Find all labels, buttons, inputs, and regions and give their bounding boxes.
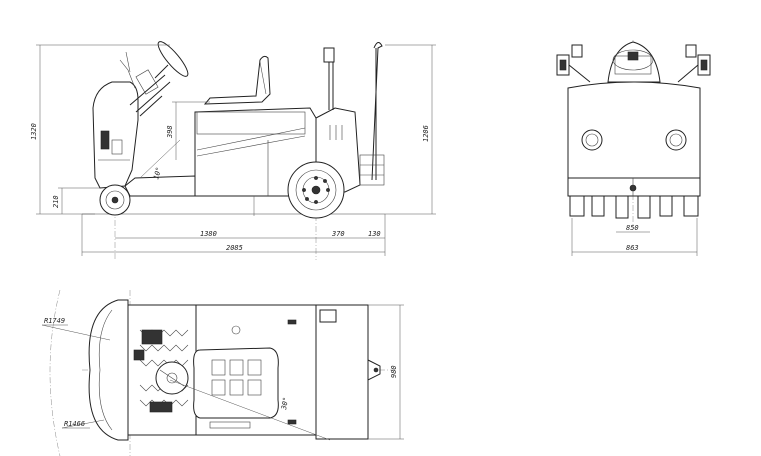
- wheel-left: [569, 195, 585, 217]
- front-cowl: [92, 81, 139, 189]
- dim-ground-clearance: 210: [52, 195, 60, 208]
- front-bumper: [88, 299, 129, 441]
- steering-wheel: [157, 41, 189, 77]
- front-view: 850 863: [556, 40, 711, 256]
- steering-assembly: [607, 41, 661, 83]
- headlight: [100, 130, 110, 150]
- rear-light: [323, 47, 335, 63]
- dim-track: 850: [626, 224, 639, 232]
- dim-angle-top: 30°: [280, 396, 290, 411]
- dim-overall-length: 2085: [226, 244, 243, 252]
- dim-inner-radius: R1466: [64, 420, 85, 428]
- side-view: 1320 210 398 1206 10° 1380 370 130 2085: [30, 41, 436, 260]
- dim-handle-height: 1206: [422, 125, 430, 142]
- dim-hitch: 130: [368, 230, 381, 238]
- seat-top: [193, 347, 279, 419]
- dim-rear-overhang: 370: [331, 230, 345, 238]
- dim-overall-width: 863: [626, 244, 639, 252]
- dim-width-top: 980: [390, 365, 398, 378]
- wheel-right: [683, 195, 699, 217]
- dim-wheelbase: 1380: [200, 230, 217, 238]
- dim-seat-height: 398: [166, 125, 174, 139]
- top-view: R1749 R1466 30° 980: [41, 289, 404, 456]
- dim-angle: 10°: [152, 166, 163, 180]
- dim-outer-radius: R1749: [44, 317, 65, 325]
- steering-column: [129, 74, 171, 117]
- dim-overall-height: 1320: [30, 123, 38, 140]
- seat: [203, 55, 271, 105]
- left-headlight: [581, 129, 603, 151]
- rear-deck: [315, 304, 369, 440]
- right-headlight: [665, 129, 687, 151]
- tow-handle: [371, 42, 383, 181]
